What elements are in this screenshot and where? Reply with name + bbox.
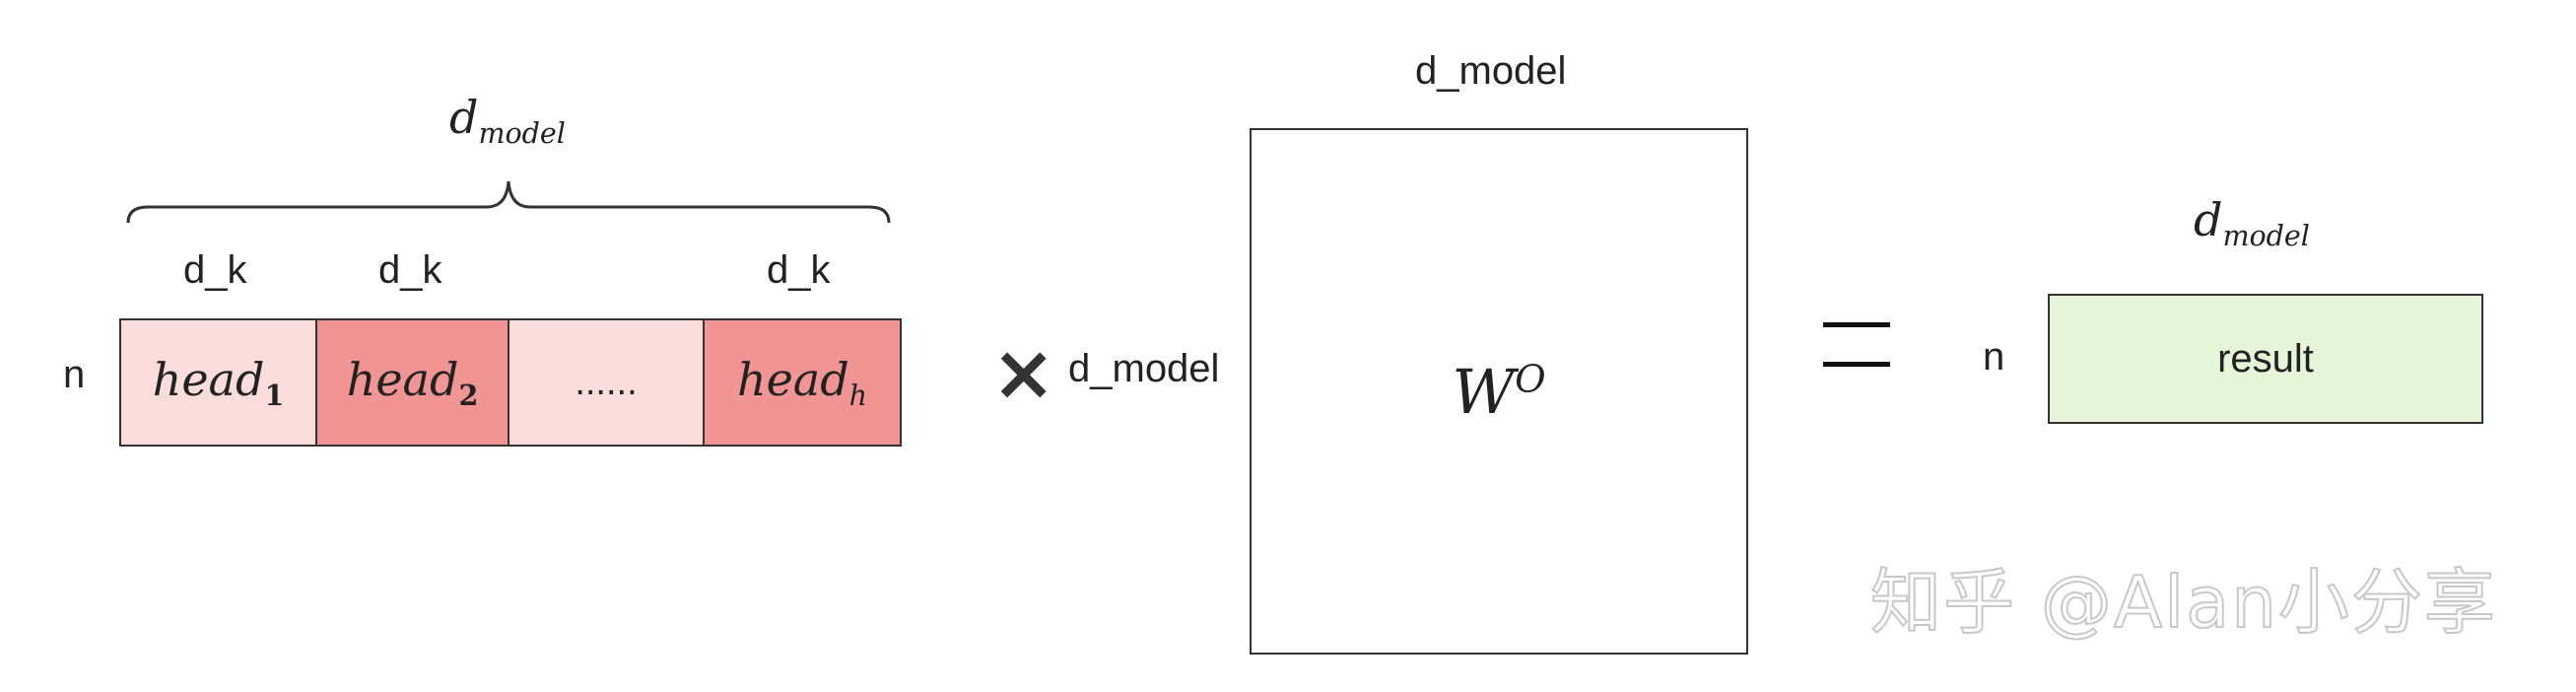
head-cell-2: head2 <box>315 318 509 447</box>
result-dmodel-label: dmodel <box>2194 193 2310 252</box>
matrix-symbol: W <box>1452 355 1516 428</box>
left-dmodel-label: dmodel <box>449 91 566 150</box>
result-dmodel-main: d <box>2194 193 2223 246</box>
result-text: result <box>2217 336 2314 381</box>
left-row-label: n <box>63 353 86 396</box>
dk-label-2: d_k <box>378 248 442 292</box>
head-cell-h: headh <box>703 318 902 447</box>
result-dmodel-sub: model <box>2222 220 2310 253</box>
weight-matrix: WO <box>1250 128 1748 655</box>
equals-bar-bottom <box>1823 362 1890 367</box>
head-cell-2-sub: 2 <box>458 379 479 413</box>
result-row-label: n <box>1983 335 2005 379</box>
head-cell-2-text: head <box>346 352 459 406</box>
times-operator: × <box>991 329 1056 418</box>
head-cell-1: head1 <box>119 318 317 447</box>
matrix-left-label: d_model <box>1068 347 1220 390</box>
left-dmodel-sub: model <box>478 117 566 151</box>
equals-bar-top <box>1823 322 1890 327</box>
head-cell-h-text: head <box>736 352 849 406</box>
watermark: 知乎 @Alan小分享 <box>1869 560 2497 645</box>
dk-label-3: d_k <box>767 248 831 292</box>
head-cell-1-sub: 1 <box>264 379 285 413</box>
left-dmodel-main: d <box>449 91 479 144</box>
ellipsis-cell: ...... <box>508 318 705 447</box>
matrix-sup: O <box>1515 356 1546 401</box>
matrix-top-label: d_model <box>1415 49 1567 93</box>
head-cell-h-sub: h <box>848 380 868 413</box>
ellipsis-cell-text: ...... <box>575 361 638 403</box>
result-box: result <box>2048 294 2483 424</box>
brace-icon <box>126 180 891 224</box>
dk-label-1: d_k <box>183 248 247 292</box>
head-cell-1-text: head <box>152 352 265 406</box>
